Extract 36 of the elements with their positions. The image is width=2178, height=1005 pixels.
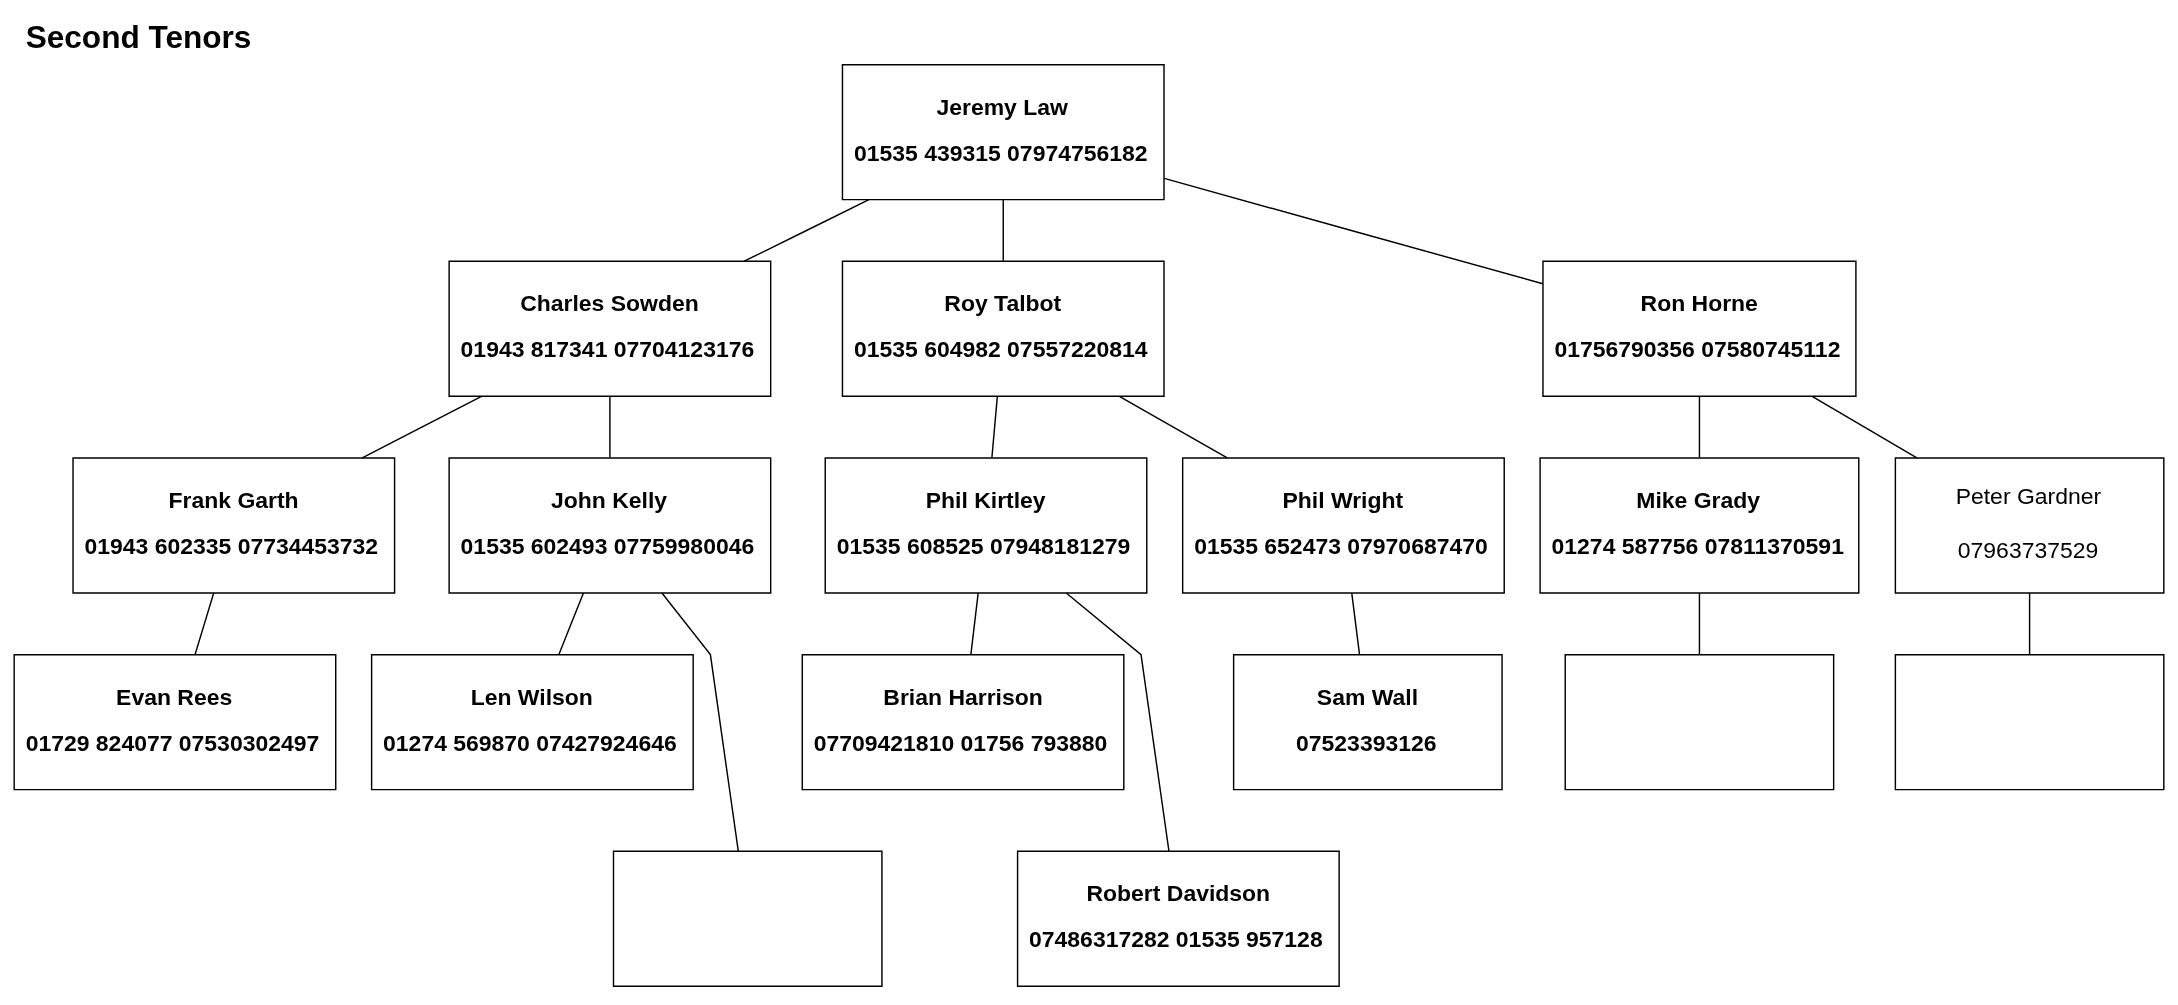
node-box: Len Wilson 01274 569870 07427924646 — [370, 653, 694, 791]
connector — [1351, 592, 1361, 655]
node-box: Phil Wright 01535 652473 07970687470 — [1181, 457, 1505, 594]
connector — [661, 592, 739, 852]
connector — [1118, 395, 1228, 459]
connector — [1698, 395, 1701, 459]
node-box: Roy Talbot 01535 604982 07557220814 — [841, 260, 1165, 397]
connector — [743, 199, 870, 262]
connector — [1002, 199, 1004, 262]
node-box: Phil Kirtley 01535 608525 07948181279 — [824, 457, 1148, 594]
node-box: Evan Rees 01729 824077 07530302497 — [13, 653, 337, 791]
connector — [1163, 177, 1544, 285]
node-box: Robert Davidson 07486317282 01535 957128 — [1016, 850, 1340, 987]
node-box: Jeremy Law 01535 439315 07974756182 — [841, 63, 1165, 201]
node-box — [1564, 653, 1835, 791]
node-box: John Kelly 01535 602493 07759980046 — [448, 457, 772, 594]
connector — [1811, 395, 1918, 459]
node-box — [1894, 653, 2165, 791]
node-box: Peter Gardner 07963737529 — [1894, 457, 2165, 594]
node-box: Charles Sowden 01943 817341 07704123176 — [448, 260, 772, 397]
connector — [2028, 592, 2031, 655]
connector — [991, 395, 999, 459]
node-box: Sam Wall 07523393126 — [1232, 653, 1503, 791]
node-box — [612, 850, 883, 987]
node-box: Frank Garth 01943 602335 07734453732 — [72, 457, 396, 594]
connector — [558, 592, 585, 655]
connector — [194, 592, 215, 655]
node-box: Ron Horne 01756790356 07580745112 — [1542, 260, 1857, 397]
connector — [1698, 592, 1701, 655]
node-box: Mike Grady 01274 587756 07811370591 — [1539, 457, 1860, 594]
connector — [1065, 592, 1170, 852]
connector — [970, 592, 979, 655]
connector — [609, 395, 611, 459]
connector — [361, 395, 483, 459]
diagram-title: Second Tenors — [25, 19, 252, 56]
node-box: Brian Harrison 07709421810 01756 793880 — [801, 653, 1125, 791]
